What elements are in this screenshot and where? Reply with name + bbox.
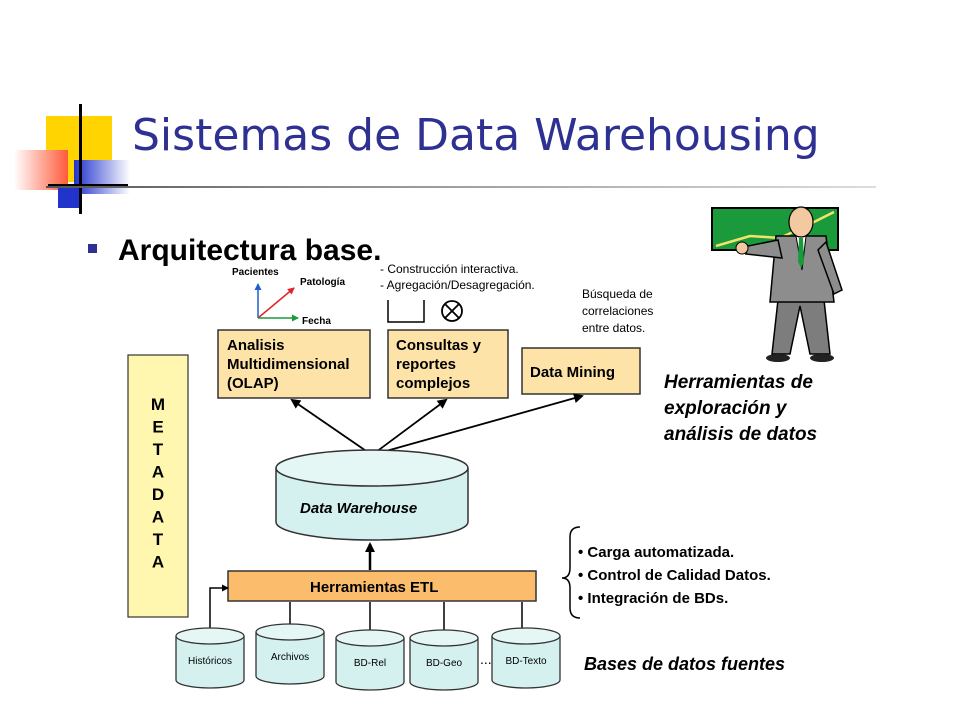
metadata-letter: A: [152, 463, 164, 482]
corner-vertical-line: [79, 104, 82, 214]
data-warehouse-label: Data Warehouse: [300, 500, 417, 517]
corner-blue-square: [74, 160, 130, 194]
olap-box: [217, 329, 371, 399]
tools-caption-line3: análisis de datos: [664, 424, 817, 445]
presenter-figure: [711, 206, 843, 362]
source-db-label: Históricos: [188, 656, 232, 667]
source-db-label: Archivos: [271, 652, 309, 663]
tools-caption-line1: Herramientas de: [664, 372, 813, 393]
corner-red-square: [14, 150, 68, 190]
etl-features-brace: [561, 526, 581, 619]
source-db-label: BD-Rel: [354, 658, 386, 669]
metadata-letter: T: [153, 440, 164, 459]
source-db: BD-Rel: [335, 629, 405, 691]
note-busqueda: Búsqueda de: [582, 287, 653, 301]
source-db: BD-Geo: [409, 629, 479, 691]
metadata-column: [127, 354, 189, 618]
source-db: BD-Texto: [491, 627, 561, 689]
etl-feature-3: • Integración de BDs.: [578, 590, 728, 607]
presenter-legs: [771, 299, 831, 355]
crossed-circle-stroke-2: [444, 303, 460, 319]
bullet-heading: Arquitectura base.: [118, 234, 381, 267]
corner-blue-square-small: [58, 188, 80, 208]
etl-bar: [227, 570, 537, 602]
metadata-letter: M: [151, 395, 165, 414]
metadata-letter: A: [152, 508, 164, 527]
bracket-icon: [387, 300, 425, 323]
corner-horizontal-line: [48, 184, 128, 186]
sources-caption: Bases de datos fuentes: [584, 654, 785, 674]
data-mining-box-label: Data Mining: [530, 364, 615, 381]
data-warehouse-cylinder: [275, 449, 469, 541]
axis-y-label: Pacientes: [232, 267, 279, 278]
sources-ellipsis: ...: [480, 651, 492, 667]
consultas-box-line1: Consultas y: [396, 337, 482, 354]
note-entre-datos: entre datos.: [582, 321, 645, 335]
arrow-to-olap: [290, 398, 373, 456]
axis-x-label: Fecha: [302, 316, 331, 327]
note-correlaciones: correlaciones: [582, 304, 653, 318]
slide-title: Sistemas de Data Warehousing: [132, 110, 820, 161]
arrow-to-consultas: [371, 398, 448, 456]
etl-label: Herramientas ETL: [310, 579, 438, 596]
source-db-label: BD-Texto: [505, 656, 547, 667]
consultas-box: [387, 329, 509, 399]
source-db-label: BD-Geo: [426, 658, 463, 669]
etl-feature-2: • Control de Calidad Datos.: [578, 567, 771, 584]
tools-caption-line2: exploración y: [664, 398, 788, 419]
etl-feature-1: • Carga automatizada.: [578, 544, 734, 561]
note-agregacion: - Agregación/Desagregación.: [380, 278, 535, 292]
bullet-marker: [88, 244, 97, 253]
axis-z-label: Patología: [300, 277, 345, 288]
presenter-arm: [745, 239, 783, 259]
metadata-letter: D: [152, 485, 164, 504]
olap-box-line3: (OLAP): [227, 375, 279, 392]
data-mining-box: [521, 347, 641, 395]
title-underline: [46, 186, 876, 188]
olap-box-line2: Multidimensional: [227, 356, 350, 373]
arrow-to-data-mining: [371, 393, 584, 456]
consultas-box-line2: reportes: [396, 356, 456, 373]
metadata-letter: T: [153, 530, 164, 549]
metadata-letter: E: [152, 418, 163, 437]
crossed-circle-icon: [441, 300, 463, 322]
axis-z-line: [257, 287, 295, 319]
consultas-box-line3: complejos: [396, 375, 470, 392]
source-db: Históricos: [175, 627, 245, 689]
note-construccion: - Construcción interactiva.: [380, 262, 519, 276]
source-db: Archivos: [255, 623, 325, 685]
metadata-letter: A: [152, 553, 164, 572]
olap-box-line1: Analisis: [227, 337, 285, 354]
